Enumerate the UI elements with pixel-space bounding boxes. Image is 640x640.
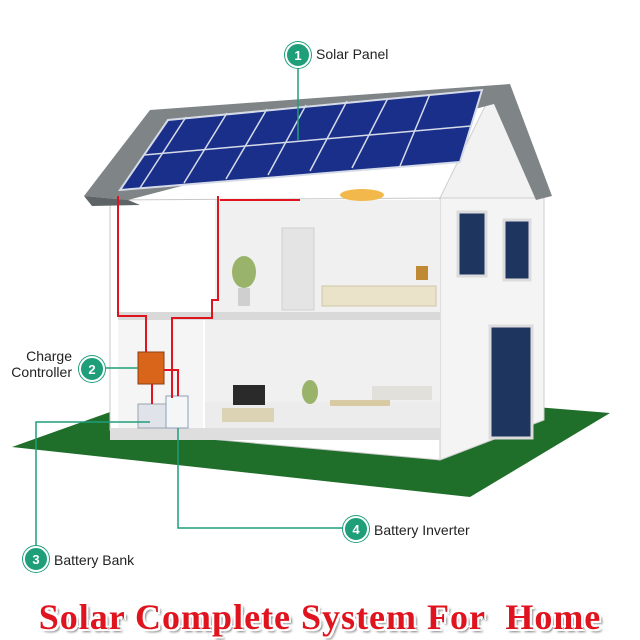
solar-array: [117, 88, 484, 192]
callout-badge-2: 2: [79, 356, 105, 382]
charge-controller-device: [137, 351, 165, 385]
kitchen-counter: [372, 386, 432, 400]
label-charge-line2: Controller: [11, 364, 72, 380]
wiring: [117, 196, 300, 404]
plant-lower: [302, 380, 318, 404]
tv-stand: [222, 408, 274, 422]
label-solar-panel: Solar Panel: [316, 46, 389, 62]
upper-floor: [118, 312, 440, 320]
battery-bank-device: [137, 403, 169, 429]
plant-pot-upper: [238, 288, 250, 306]
label-battery-bank: Battery Bank: [54, 552, 135, 568]
callout-badge-3: 3: [23, 546, 49, 572]
lamp: [416, 266, 428, 280]
callout-lines: [35, 64, 344, 546]
roof-underside: [84, 196, 140, 206]
ceiling-light: [340, 189, 384, 201]
window-upper-right: [502, 218, 532, 282]
ground-floor: [110, 428, 440, 440]
tv: [233, 385, 265, 405]
bed: [321, 285, 437, 307]
callout-badge-4: 4: [343, 516, 369, 542]
label-battery-inverter: Battery Inverter: [374, 522, 470, 538]
label-charge-line1: Charge: [26, 348, 72, 364]
dining-table: [330, 400, 390, 406]
label-charge-controller: Charge Controller: [8, 348, 72, 380]
callout-badge-1: 1: [285, 42, 311, 68]
plant-upper: [232, 256, 256, 288]
window-upper-left: [456, 210, 488, 278]
inverter-device: [165, 395, 189, 429]
solar-panel-grid: [139, 93, 472, 189]
banner-title: Solar Complete System For Home: [38, 597, 602, 637]
upstairs-door: [281, 227, 315, 311]
side-door: [488, 324, 534, 440]
